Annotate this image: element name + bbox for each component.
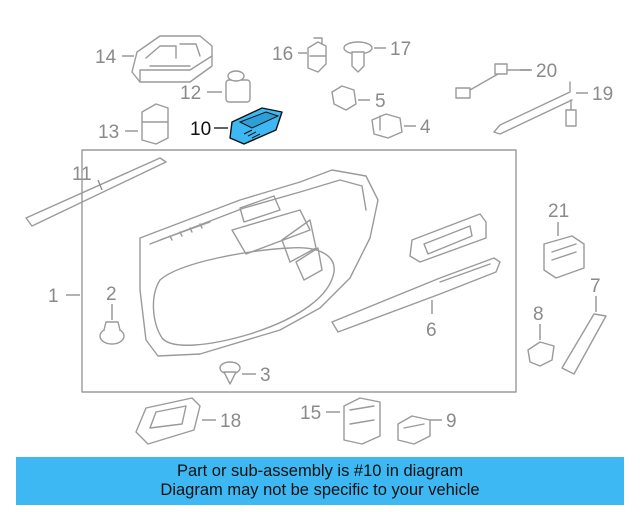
callout-7[interactable]: 7 — [590, 276, 601, 297]
callout-3[interactable]: 3 — [260, 365, 271, 386]
part-11-trim-strip[interactable] — [25, 157, 167, 227]
part-13-switch[interactable] — [141, 103, 169, 145]
part-8-clip[interactable] — [527, 341, 555, 367]
part-12-knob-switch[interactable] — [225, 70, 251, 103]
part-5-clip[interactable] — [331, 85, 357, 111]
part-16-clip[interactable] — [307, 37, 327, 73]
part-18-handle-bezel[interactable] — [135, 397, 201, 445]
callout-6[interactable]: 6 — [426, 320, 437, 341]
callout-13[interactable]: 13 — [98, 122, 119, 143]
callout-8[interactable]: 8 — [533, 304, 544, 325]
callout-20[interactable]: 20 — [536, 61, 557, 82]
banner-line-2: Diagram may not be specific to your vehi… — [160, 481, 480, 499]
callout-12[interactable]: 12 — [180, 83, 201, 104]
callout-1[interactable]: 1 — [48, 286, 59, 307]
leader-11 — [97, 179, 103, 191]
part-4-bracket[interactable] — [371, 113, 403, 139]
callout-10[interactable]: 10 — [190, 119, 211, 140]
inner-door-handle[interactable] — [409, 213, 487, 263]
door-trim-panel[interactable] — [139, 169, 379, 357]
callout-14[interactable]: 14 — [95, 47, 117, 68]
callout-16[interactable]: 16 — [272, 44, 293, 65]
callout-17[interactable]: 17 — [390, 39, 411, 60]
part-15-switch-block[interactable] — [343, 397, 381, 445]
part-1-frame — [81, 149, 517, 393]
part-21-module[interactable] — [543, 235, 585, 279]
callout-15[interactable]: 15 — [300, 403, 321, 424]
part-17-push-pin[interactable] — [343, 41, 373, 73]
callout-5[interactable]: 5 — [375, 91, 386, 112]
part-20-wire-harness[interactable] — [455, 63, 531, 99]
banner-line-1: Part or sub-assembly is #10 in diagram — [176, 462, 464, 480]
part-10-highlighted-switch[interactable] — [229, 107, 283, 145]
callout-4[interactable]: 4 — [420, 117, 431, 138]
callout-18[interactable]: 18 — [220, 411, 241, 432]
part-14-window-switch-panel[interactable] — [131, 35, 213, 83]
part-3-push-clip[interactable] — [219, 361, 241, 385]
part-2-round-clip[interactable] — [99, 321, 125, 345]
callout-9[interactable]: 9 — [446, 411, 457, 432]
part-6-trim-piece[interactable] — [331, 257, 501, 333]
parts-diagram: 14 16 17 20 19 12 5 — [25, 35, 613, 445]
info-banner: Part or sub-assembly is #10 in diagram D… — [16, 457, 624, 505]
callout-21[interactable]: 21 — [548, 201, 569, 222]
part-7-trim-strip[interactable] — [561, 313, 607, 375]
part-19-cable[interactable] — [493, 81, 577, 135]
callout-19[interactable]: 19 — [592, 84, 613, 105]
part-9-switch[interactable] — [397, 415, 431, 445]
callout-2[interactable]: 2 — [106, 284, 117, 305]
